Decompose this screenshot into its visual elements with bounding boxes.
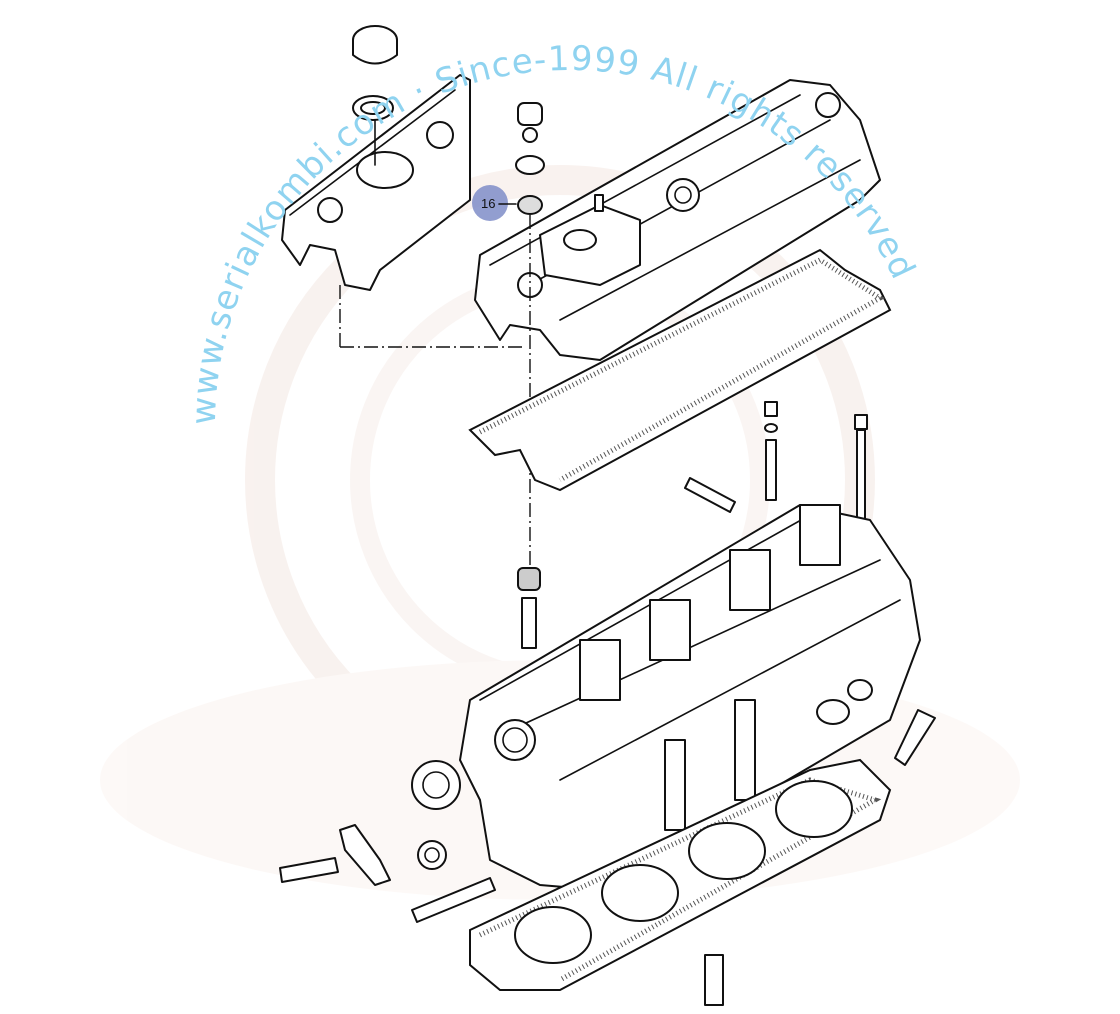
studs-bolts <box>279 401 936 1006</box>
oil-seals <box>411 760 461 870</box>
cylinder-head-gasket <box>469 758 892 991</box>
cover-fasteners <box>515 102 545 575</box>
valve-cover <box>474 79 881 361</box>
oil-filler-cap <box>352 25 398 166</box>
cylinder-head <box>459 504 921 891</box>
callout-label: 16 <box>481 196 495 211</box>
callout-16[interactable]: 16 <box>472 185 517 221</box>
valve-cover-left <box>281 74 471 291</box>
valve-cover-gasket <box>468 248 892 492</box>
